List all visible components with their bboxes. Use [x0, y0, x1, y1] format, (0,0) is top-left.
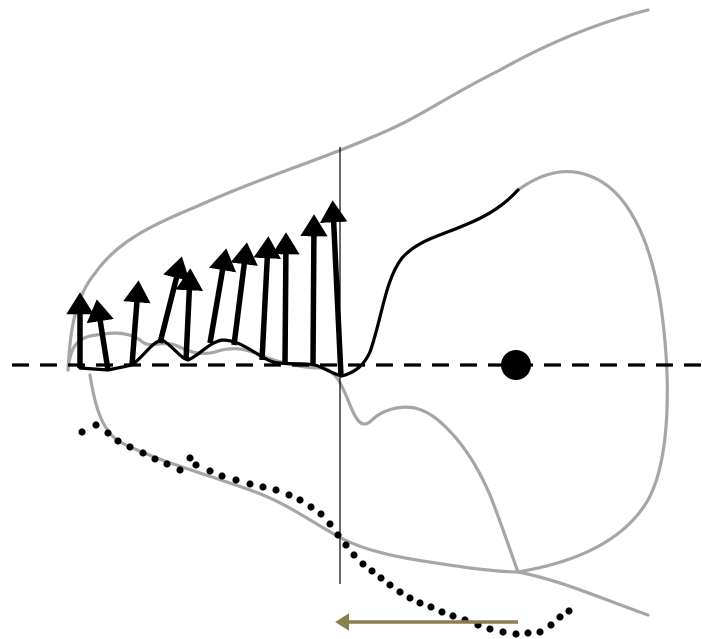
snout-inner-outline [66, 331, 520, 574]
force-arrow-2 [86, 299, 114, 371]
trajectory-dot [368, 567, 376, 575]
trajectory-dot [206, 467, 214, 475]
skull-outline [66, 8, 669, 617]
trajectory-dot [259, 483, 267, 491]
trajectory-dot [151, 455, 159, 463]
trajectory-dot [386, 581, 394, 589]
trajectory-dot [547, 621, 555, 629]
force-arrow-5 [175, 268, 204, 361]
force-arrow-8 [253, 236, 281, 361]
trajectory-dot [78, 428, 86, 436]
trajectory-dot [92, 421, 100, 429]
center-of-rotation-dot [501, 350, 531, 380]
trajectory-dot [272, 486, 280, 494]
trajectory-dot [524, 629, 532, 637]
lower-jaw-outline [88, 373, 650, 617]
trajectory-dot [317, 510, 325, 518]
trajectory-dot [556, 613, 564, 621]
trajectory-dot [512, 630, 520, 638]
trajectory-dot [307, 503, 315, 511]
trajectory-dot [486, 625, 494, 633]
force-arrow-7 [230, 242, 258, 346]
trajectory-dot [396, 588, 404, 596]
trajectory-dot [438, 608, 446, 616]
trajectory-dot [565, 607, 573, 615]
trajectory-dot [377, 574, 385, 582]
trajectory-dot [406, 594, 414, 602]
trajectory-dot [218, 472, 226, 480]
trajectory-dot [246, 480, 254, 488]
trajectory-dot [192, 461, 200, 469]
trajectory-dot [342, 541, 350, 549]
trajectory-dot [186, 454, 194, 462]
trajectory-dot [334, 531, 342, 539]
force-arrow-11 [319, 200, 348, 377]
trajectory-dot [114, 437, 122, 445]
trajectory-dot [232, 476, 240, 484]
trajectory-dot [427, 603, 435, 611]
force-arrow-3 [123, 280, 151, 366]
trajectory-dot [416, 599, 424, 607]
force-arrow-6 [207, 248, 237, 344]
force-arrow-4 [157, 256, 190, 344]
force-arrows [66, 200, 348, 377]
trajectory-dot [449, 612, 457, 620]
skull-top-outline [66, 8, 650, 372]
orbit-outline [516, 170, 669, 574]
trajectory-dot [126, 443, 134, 451]
trajectory-dot [176, 466, 184, 474]
trajectory-dot [359, 560, 367, 568]
trajectory-dot [326, 520, 334, 528]
trajectory-dot [139, 449, 147, 457]
trajectory-dot [285, 491, 293, 499]
tooth-row-profile [78, 188, 520, 378]
trajectory-dot [499, 628, 507, 636]
trajectory-dot [163, 460, 171, 468]
trajectory-dot [536, 628, 544, 636]
force-arrow-9 [272, 232, 300, 365]
trajectory-dot [104, 429, 112, 437]
dotted-trajectory [78, 421, 573, 638]
trajectory-dot [350, 551, 358, 559]
force-arrow-10 [300, 214, 328, 365]
trajectory-dot [296, 496, 304, 504]
